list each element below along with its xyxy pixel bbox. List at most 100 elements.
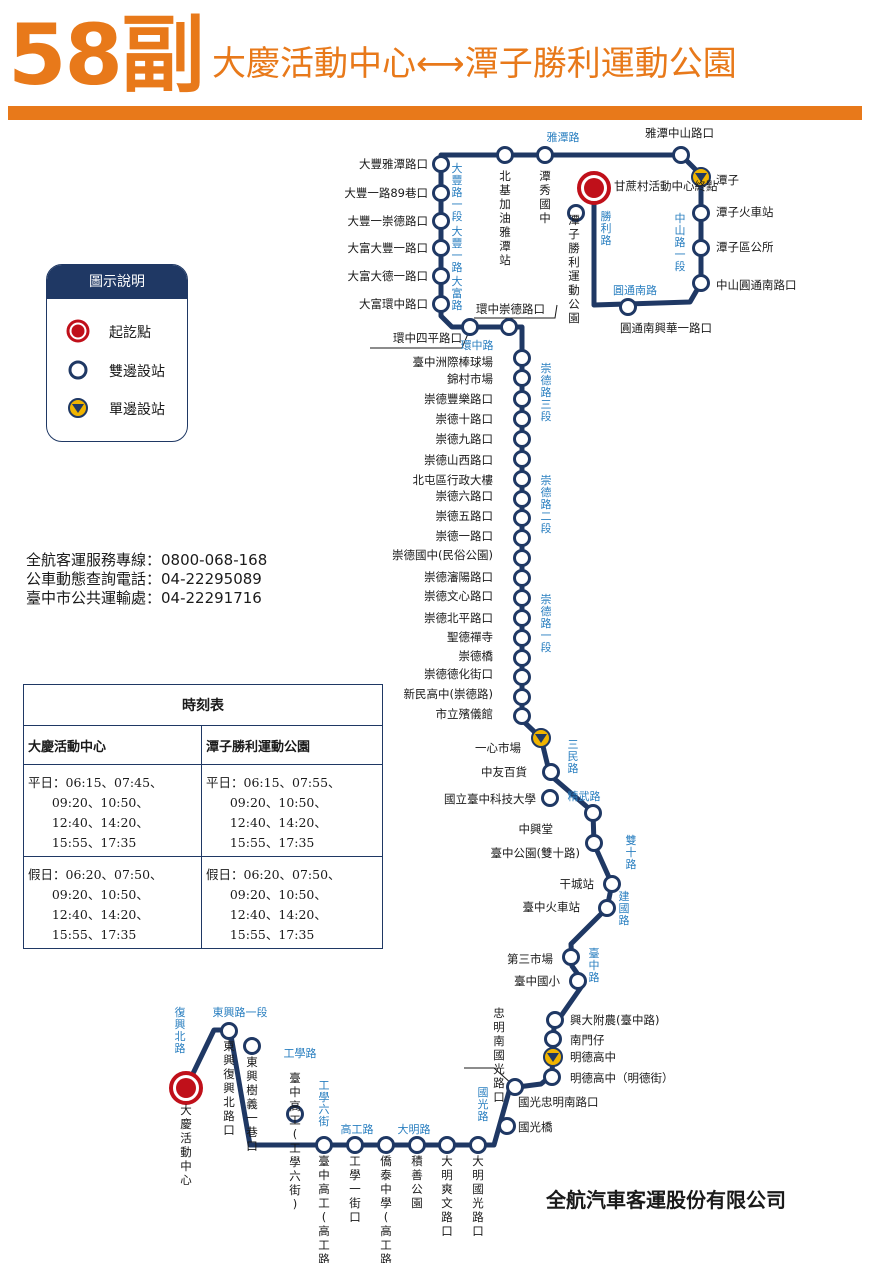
- stop-label: 臺中公園(雙十路): [491, 846, 580, 860]
- road-label: 勝利路: [601, 209, 612, 247]
- double-stop-marker: [546, 1011, 564, 1029]
- stop-label: 崇德德化街口: [424, 667, 493, 681]
- stop-label: 大富環中路口: [359, 297, 428, 311]
- double-stop-marker: [513, 668, 531, 686]
- double-stop-marker: [408, 1136, 426, 1154]
- stop-label: 甘蔗村活動中心終點: [614, 179, 718, 193]
- road-label: 崇德路三段: [541, 362, 552, 423]
- stop-label: 崇德瀋陽路口: [424, 570, 493, 584]
- stop-label: 北屯區行政大樓: [413, 473, 494, 487]
- road-label: 三民路: [568, 738, 579, 775]
- double-stop-marker: [585, 834, 603, 852]
- road-label: 雅潭路: [547, 130, 580, 144]
- double-stop-marker: [513, 450, 531, 468]
- stop-label: 干城站: [560, 877, 595, 891]
- double-stop-marker: [542, 763, 560, 781]
- double-stop-marker: [513, 589, 531, 607]
- double-stop-marker: [692, 274, 710, 292]
- stop-label: 環中崇德路口: [476, 302, 545, 316]
- road-label: 復興北路: [175, 1006, 186, 1055]
- stop-label: 臺中高工(高工路): [318, 1154, 330, 1263]
- double-stop-marker: [220, 1022, 238, 1040]
- stop-label: 崇德豐樂路口: [424, 392, 493, 406]
- road-label: 中山路一段: [675, 212, 686, 273]
- stop-label: 北基加油雅潭站: [499, 169, 511, 267]
- double-stop-marker: [567, 204, 585, 222]
- leader-line: [474, 304, 558, 319]
- stop-label: 僑泰中學(高工路): [380, 1154, 392, 1263]
- stop-label: 東興復興北路口: [223, 1039, 235, 1137]
- stop-label: 潭秀國中: [539, 169, 551, 225]
- double-stop-marker: [432, 212, 450, 230]
- stop-label: 工學一街口: [349, 1154, 361, 1224]
- stop-label: 中興堂: [519, 822, 554, 836]
- single-stop-arrow: [535, 734, 547, 743]
- stop-label: 新民高中(崇德路): [404, 687, 493, 701]
- double-stop-marker: [562, 948, 580, 966]
- road-label: 工學六街: [319, 1079, 330, 1128]
- double-stop-marker: [513, 649, 531, 667]
- contact-line: 公車動態查詢電話：04-22295089: [26, 570, 262, 588]
- stop-label: 第三市場: [507, 952, 553, 966]
- leader-line: [464, 1067, 513, 1085]
- road-label: 大富路: [452, 274, 463, 312]
- double-stop-marker: [569, 972, 587, 990]
- contact-line: 全航客運服務專線：0800-068-168: [26, 551, 268, 569]
- timetable-row: 假日：06:20、07:50、 09:20、10:50、 12:40、14:20…: [23, 856, 383, 949]
- double-stop-marker: [513, 569, 531, 587]
- timetable-title: 時刻表: [23, 684, 383, 726]
- road-label: 工學路: [284, 1047, 317, 1060]
- double-stop-marker: [513, 490, 531, 508]
- stop-label: 一心市場: [475, 741, 521, 755]
- double-stop-marker: [513, 707, 531, 725]
- double-stop-marker: [377, 1136, 395, 1154]
- stop-labels: 大豐雅潭路口大豐一路89巷口大豐一崇德路口大富大豐一路口大富大德一路口大富環中路…: [180, 126, 796, 1263]
- legend-double-label: 雙邊設站: [109, 364, 165, 380]
- timetable-column-header: 大慶活動中心: [23, 725, 202, 765]
- stop-label: 臺中火車站: [523, 900, 581, 914]
- double-stop-marker: [513, 430, 531, 448]
- double-stop-marker: [536, 146, 554, 164]
- stop-label: 大豐一路89巷口: [344, 186, 428, 200]
- stop-label: 圓通南興華一路口: [620, 321, 712, 335]
- double-stop-marker: [513, 509, 531, 527]
- stop-label: 崇德國中(民俗公園): [392, 548, 493, 562]
- double-stop-marker: [513, 369, 531, 387]
- timetable-cell: 平日：06:15、07:55、 09:20、10:50、 12:40、14:20…: [201, 764, 383, 857]
- legend-box: 圖示說明 起訖點 雙邊設站 單邊設站: [46, 264, 188, 442]
- road-label: 環中路: [461, 339, 494, 352]
- legend-terminal: 起訖點: [47, 319, 187, 343]
- double-stop-marker: [584, 804, 602, 822]
- stop-label: 國光橋: [518, 1120, 553, 1134]
- double-stop-marker: [500, 318, 518, 336]
- double-stop-marker: [513, 688, 531, 706]
- double-stop-marker: [496, 146, 514, 164]
- stop-label: 崇德橋: [459, 649, 494, 663]
- stop-label: 崇德山西路口: [424, 453, 493, 467]
- timetable-column-header: 潭子勝利運動公園: [201, 725, 383, 765]
- stop-label: 忠明南國光路口: [493, 1006, 505, 1104]
- stop-label: 崇德文心路口: [424, 589, 493, 603]
- stop-label: 大慶活動中心: [180, 1103, 192, 1187]
- legend-double: 雙邊設站: [47, 358, 187, 382]
- stop-label: 環中四平路口: [393, 331, 462, 345]
- double-stop-marker: [432, 239, 450, 257]
- header-rule: [8, 106, 862, 120]
- contact-info: 全航客運服務專線：0800-068-168 公車動態查詢電話：04-222950…: [26, 551, 267, 608]
- timetable-cell: 平日：06:15、07:45、 09:20、10:50、 12:40、14:20…: [23, 764, 202, 857]
- road-label: 國光路: [478, 1086, 489, 1123]
- double-stop-marker: [513, 529, 531, 547]
- double-stop-marker: [243, 1037, 261, 1055]
- double-stop-marker: [672, 146, 690, 164]
- stop-label: 市立殯儀館: [436, 707, 494, 721]
- road-label: 高工路: [341, 1122, 374, 1136]
- double-stop-marker: [513, 390, 531, 408]
- double-stop-marker: [513, 629, 531, 647]
- stop-label: 東興樹義一巷口: [246, 1055, 258, 1153]
- road-label: 大豐一路: [452, 224, 463, 274]
- stop-label: 大富大德一路口: [348, 269, 429, 283]
- legend-title: 圖示說明: [47, 265, 187, 299]
- stop-label: 大明國光路口: [472, 1154, 484, 1238]
- double-stop-marker: [603, 875, 621, 893]
